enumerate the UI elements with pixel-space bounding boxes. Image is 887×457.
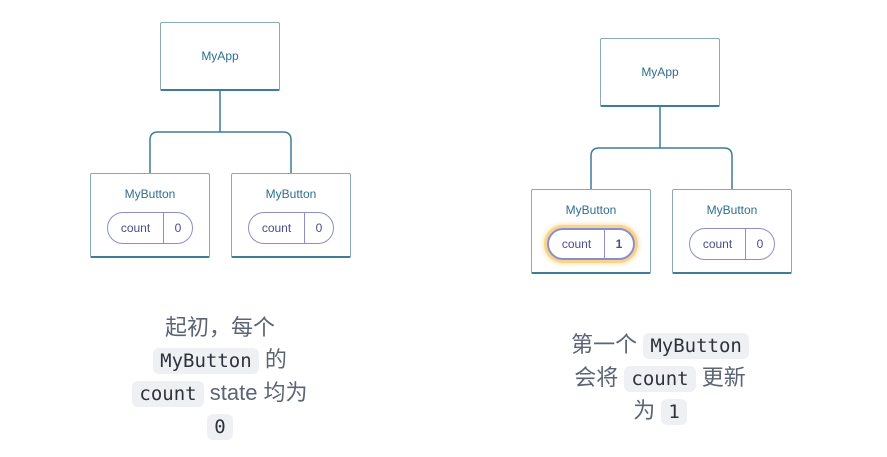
- left-connector: [149, 90, 292, 174]
- state-value: 1: [615, 237, 623, 251]
- left-root-label: MyApp: [201, 49, 239, 63]
- left-caption-line-1: 起初，每个: [164, 315, 275, 340]
- pill-divider: [745, 229, 746, 259]
- pill-divider: [304, 213, 305, 243]
- state-key: count: [702, 237, 733, 251]
- state-value: 0: [315, 221, 323, 235]
- code-mybutton: MyButton: [153, 348, 259, 374]
- right-child-2-label: MyButton: [706, 203, 758, 217]
- left-child-2-state-pill: count 0: [248, 212, 334, 244]
- left-child-2-label: MyButton: [265, 187, 317, 201]
- right-child-node-2: MyButton count 0: [672, 189, 792, 274]
- state-value: 0: [174, 221, 182, 235]
- code-count: count: [132, 381, 204, 407]
- left-child-1-label: MyButton: [124, 187, 176, 201]
- right-child-1-state-pill-highlighted: count 1: [547, 228, 635, 260]
- left-caption-line-4: 0: [100, 410, 340, 443]
- code-zero: 0: [207, 414, 233, 440]
- pill-divider: [163, 213, 164, 243]
- right-root-node: MyApp: [600, 38, 720, 107]
- left-caption-line-3: count state 均为: [100, 377, 340, 410]
- code-count: count: [624, 366, 696, 392]
- left-caption-line-2: MyButton 的: [100, 344, 340, 377]
- left-root-node: MyApp: [160, 22, 280, 91]
- left-child-node-1: MyButton count 0: [90, 173, 210, 258]
- right-child-node-1: MyButton count 1: [531, 189, 651, 274]
- code-one: 1: [661, 399, 687, 425]
- state-key: count: [561, 237, 592, 251]
- state-key: count: [120, 221, 151, 235]
- right-caption-line-3: 为 1: [530, 395, 790, 428]
- code-mybutton: MyButton: [643, 333, 749, 359]
- right-connector: [590, 106, 733, 190]
- left-child-1-state-pill: count 0: [107, 212, 193, 244]
- state-value: 0: [756, 237, 764, 251]
- left-caption: 起初，每个 MyButton 的 count state 均为 0: [100, 312, 340, 443]
- right-child-1-label: MyButton: [565, 203, 617, 217]
- state-key: count: [261, 221, 292, 235]
- right-caption: 第一个 MyButton 会将 count 更新 为 1: [530, 329, 790, 428]
- left-child-node-2: MyButton count 0: [231, 173, 351, 258]
- right-root-label: MyApp: [641, 65, 679, 79]
- right-caption-line-2: 会将 count 更新: [574, 365, 746, 392]
- pill-divider: [604, 230, 605, 258]
- right-child-2-state-pill: count 0: [689, 228, 775, 260]
- right-caption-line-1: 第一个 MyButton: [530, 329, 790, 362]
